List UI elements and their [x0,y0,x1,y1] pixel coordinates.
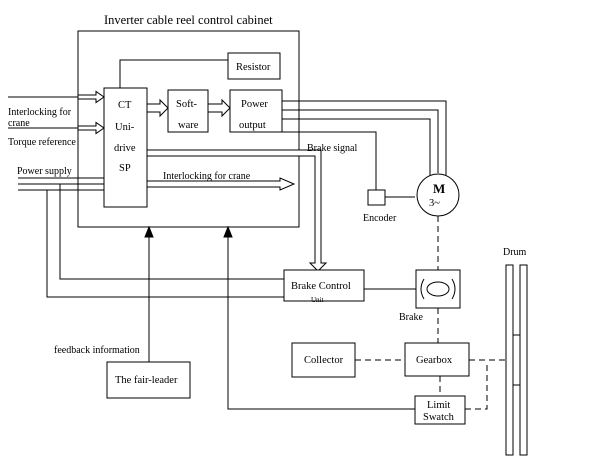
power-output-block [229,89,283,133]
arrow-torque-input [77,121,105,135]
brake-disc [426,281,450,297]
brake-control-label-extra: Unit [311,296,324,304]
feedback-label: feedback information [54,345,140,356]
collector-label: Collector [304,355,344,366]
limit-switch-label-1: Limit [427,400,450,411]
resistor-label: Resistor [236,62,271,73]
arrow-interlocking-input [77,90,105,104]
motor-wire-1 [282,100,447,175]
limit-switch-block [414,395,466,425]
drum-flange-right [519,264,528,456]
brake-signal-arrow [146,149,328,272]
power-output-label-1: Power [241,99,268,110]
encoder-box [367,189,386,206]
collector-block [291,342,356,378]
interlocking-crane-label-2: crane [8,118,30,129]
unidrive-label-3: drive [114,143,136,154]
cabinet-title: Inverter cable reel control cabinet [104,13,273,27]
brake-shoe-right [451,278,456,300]
gearbox-label: Gearbox [416,355,453,366]
limit-switch-feedback-line [227,227,415,410]
interlocking-crane-label-1: Interlocking for [8,107,72,118]
software-label-1: Soft- [176,99,198,110]
fair-leader-label: The fair-leader [115,375,178,386]
resistor-wire [119,59,228,88]
arrow-interlocking-output [146,177,296,191]
motor-letter: M [433,181,445,196]
drum-label: Drum [503,247,527,258]
gearbox-block [404,342,470,377]
brake-label: Brake [399,312,423,323]
unidrive-label-1: CT [118,100,132,111]
interlocking-output-label: Interlocking for crane [163,171,251,182]
power-supply-label: Power supply [17,166,72,177]
drum-flange-left [505,264,514,456]
arrow-software-to-power [207,98,231,118]
power-output-label-2: output [239,120,266,131]
software-label-2: ware [178,120,199,131]
brake-box [415,269,461,309]
supply-to-brake-control-a [59,184,284,280]
fair-leader-block [106,361,191,399]
unidrive-label-4: SP [119,163,131,174]
limit-switch-to-drum [465,362,488,410]
motor-wire-3 [282,118,431,177]
unidrive-label-2: Uni- [115,122,135,133]
resistor-block [227,52,281,80]
arrow-unidrive-to-software [146,98,169,118]
ct-unidrive-block [103,87,148,208]
encoder-label: Encoder [363,213,397,224]
limit-feedback-arrowhead [223,225,233,238]
motor-wire-2 [282,109,439,173]
brake-control-label: Brake Control [291,281,351,292]
limit-switch-label-2: Swatch [423,412,455,423]
software-block [167,89,209,133]
torque-reference-label: Torque reference [8,137,76,148]
supply-to-brake-control-b [46,190,284,298]
brake-signal-label: Brake signal [307,143,357,154]
motor-phase: 3~ [429,198,440,209]
encoder-wire [282,131,377,190]
fair-leader-arrowhead [144,225,154,238]
brake-control-unit [283,269,365,302]
brake-shoe-left [420,278,425,300]
